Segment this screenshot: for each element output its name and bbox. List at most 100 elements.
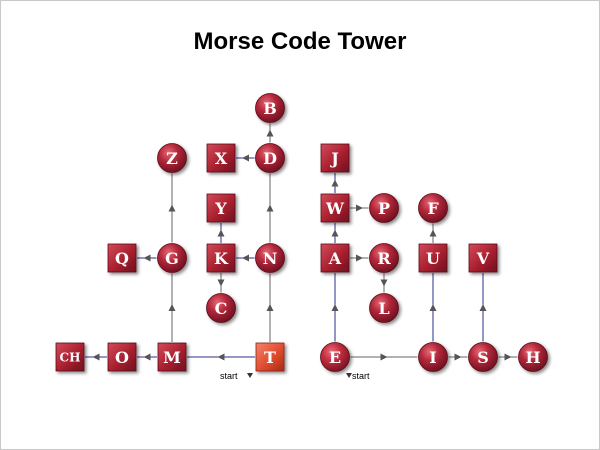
- edge-e-i: [350, 353, 418, 361]
- arrowhead: [217, 353, 225, 361]
- node-label: B: [263, 99, 277, 118]
- arrowhead: [92, 353, 100, 361]
- edge-d-b: [266, 123, 274, 143]
- edge-a-r: [350, 254, 369, 262]
- arrowhead: [331, 179, 339, 187]
- node-square: [468, 243, 498, 273]
- node-f: F: [418, 193, 448, 223]
- node-label: R: [377, 249, 391, 268]
- edge-k-c: [217, 273, 225, 293]
- arrowhead: [356, 204, 363, 212]
- node-w: W: [320, 193, 350, 223]
- node-s: S: [468, 342, 498, 372]
- node-label: Z: [166, 149, 178, 168]
- arrowhead: [266, 304, 274, 311]
- edge-m-g: [168, 273, 176, 342]
- start-label: start: [352, 371, 370, 381]
- node-e: E: [320, 342, 350, 372]
- node-circle: [320, 342, 350, 372]
- arrowhead: [143, 254, 151, 262]
- node-label: CH: [60, 350, 81, 364]
- arrowhead: [143, 353, 151, 361]
- arrowhead: [168, 304, 176, 311]
- arrowhead: [242, 154, 249, 162]
- start-marker-e: start: [346, 371, 370, 381]
- arrowhead: [266, 204, 274, 212]
- node-label: H: [525, 348, 540, 367]
- node-circle: [255, 243, 285, 273]
- node-square: [320, 143, 350, 173]
- node-circle: [468, 342, 498, 372]
- node-label: W: [325, 199, 345, 218]
- node-x: X: [206, 143, 236, 173]
- node-label: G: [165, 249, 179, 268]
- node-circle: [418, 342, 448, 372]
- node-j: J: [320, 143, 350, 173]
- arrowhead: [242, 254, 249, 262]
- node-square: [320, 193, 350, 223]
- node-a: A: [320, 243, 350, 273]
- node-i: I: [418, 342, 448, 372]
- node-label: N: [263, 249, 278, 268]
- node-circle: [369, 243, 399, 273]
- node-square: [107, 342, 137, 372]
- arrowhead: [217, 279, 225, 287]
- node-label: C: [215, 299, 228, 318]
- edge-o-ch: [85, 353, 107, 361]
- arrowhead: [380, 279, 388, 287]
- node-d: D: [255, 143, 285, 173]
- edge-g-q: [137, 254, 157, 262]
- node-b: B: [255, 93, 285, 123]
- edge-d-x: [236, 154, 255, 162]
- arrowhead: [429, 304, 437, 311]
- node-label: D: [263, 149, 277, 168]
- node-z: Z: [157, 143, 187, 173]
- start-pointer-icon: [346, 373, 352, 378]
- edge-r-l: [380, 273, 388, 293]
- arrowhead: [429, 229, 437, 237]
- node-o: O: [107, 342, 137, 372]
- node-h: H: [518, 342, 548, 372]
- arrowhead: [331, 304, 339, 311]
- start-pointer-icon: [247, 373, 253, 378]
- node-square: [107, 243, 137, 273]
- node-label: Y: [214, 199, 227, 218]
- arrowhead: [454, 353, 462, 361]
- edge-m-o: [137, 353, 157, 361]
- start-label: start: [220, 371, 238, 381]
- start-markers: start start: [220, 371, 370, 381]
- node-label: A: [328, 249, 342, 268]
- node-label: K: [214, 249, 229, 268]
- node-square: [206, 243, 236, 273]
- node-u: U: [418, 243, 448, 273]
- arrowhead: [380, 353, 388, 361]
- arrowhead: [168, 204, 176, 212]
- node-q: Q: [107, 243, 137, 273]
- edge-e-a: [331, 273, 339, 342]
- start-marker-t: start: [220, 371, 253, 381]
- node-square: [157, 342, 187, 372]
- node-t: T: [255, 342, 285, 372]
- edge-n-k: [236, 254, 255, 262]
- arrowhead: [217, 229, 225, 237]
- node-label: E: [329, 348, 341, 367]
- node-c: C: [206, 293, 236, 323]
- node-k: K: [206, 243, 236, 273]
- node-n: N: [255, 243, 285, 273]
- node-label: U: [426, 249, 440, 268]
- edge-n-d: [266, 173, 274, 243]
- node-circle: [418, 193, 448, 223]
- node-p: P: [369, 193, 399, 223]
- node-label: T: [264, 348, 276, 367]
- node-label: O: [115, 348, 129, 367]
- node-square: [255, 342, 285, 372]
- node-label: M: [163, 348, 181, 367]
- edge-t-n: [266, 273, 274, 342]
- node-square: [418, 243, 448, 273]
- edge-i-u: [429, 273, 437, 342]
- node-circle: [157, 143, 187, 173]
- arrowhead: [266, 129, 274, 137]
- node-label: I: [429, 348, 436, 367]
